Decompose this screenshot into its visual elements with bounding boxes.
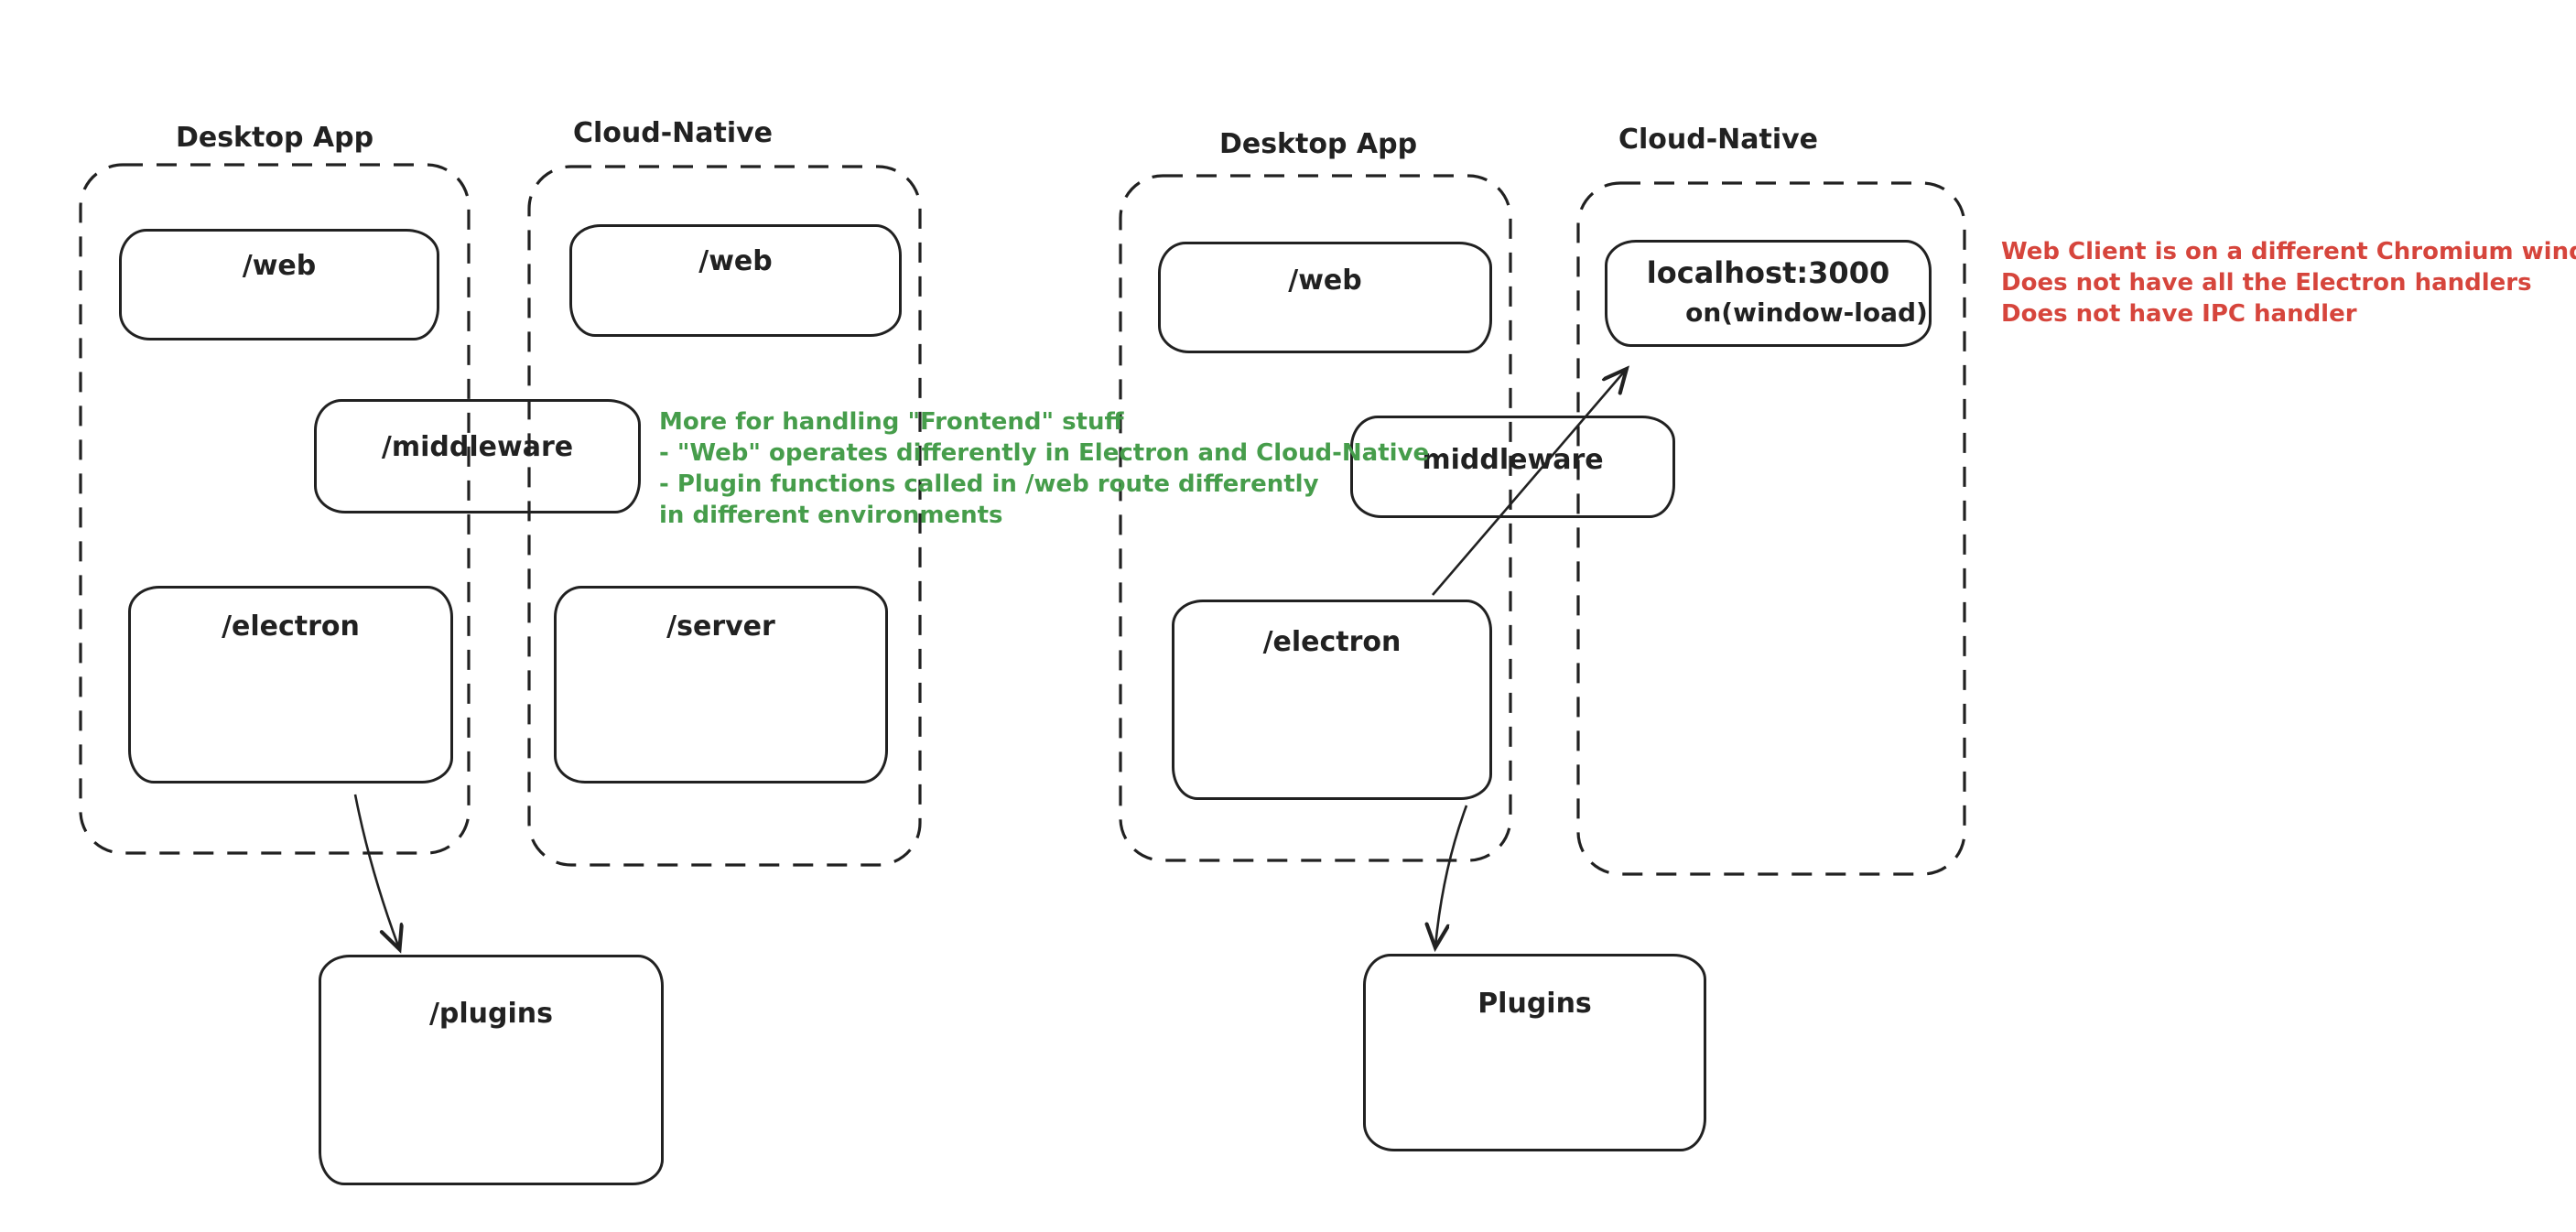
left-cloud-web-label: /web [698,245,773,277]
right-plugins-box: Plugins [1363,954,1706,1151]
localhost-box: localhost:3000 on(window-load) [1605,240,1932,347]
left-desktop-web-box: /web [119,229,439,340]
red-annotation-line3: Does not have IPC handler [2001,300,2357,328]
left-desktop-web-label: /web [242,250,317,282]
green-annotation-line3: - Plugin functions called in /web route … [659,470,1319,498]
left-cloud-web-box: /web [569,224,902,337]
right-cloud-title: Cloud-Native [1618,124,1819,156]
right-electron-label: /electron [1262,626,1402,658]
green-annotation-line4: in different environments [659,502,1003,529]
right-desktop-web-label: /web [1288,265,1362,297]
arrow-electron-to-plugins-left [353,794,399,948]
right-plugins-label: Plugins [1477,988,1592,1020]
right-electron-box: /electron [1172,600,1492,800]
green-annotation-line2: - "Web" operates differently in Electron… [659,439,1430,467]
left-plugins-label: /plugins [428,998,554,1030]
left-desktop-title: Desktop App [175,122,374,154]
left-electron-label: /electron [222,611,360,643]
left-electron-box: /electron [128,586,453,784]
left-middleware-box: /middleware [314,399,641,513]
red-annotation: Web Client is on a different Chromium wi… [2001,236,2576,330]
right-desktop-web-box: /web [1158,242,1492,353]
red-annotation-line1: Web Client is on a different Chromium wi… [2001,238,2576,265]
localhost-label: localhost:3000 [1646,255,1890,290]
left-server-label: /server [666,611,775,643]
left-middleware-label: /middleware [381,431,574,463]
left-plugins-box: /plugins [319,955,664,1185]
left-cloud-title: Cloud-Native [572,117,774,149]
red-annotation-line2: Does not have all the Electron handlers [2001,269,2532,297]
green-annotation: More for handling "Frontend" stuff - "We… [659,406,1429,531]
right-desktop-title: Desktop App [1218,128,1418,160]
left-server-box: /server [554,586,888,784]
on-window-load-label: on(window-load) [1685,297,1928,328]
green-annotation-line1: More for handling "Frontend" stuff [659,408,1124,436]
arrow-electron-to-plugins-right [1435,805,1468,946]
